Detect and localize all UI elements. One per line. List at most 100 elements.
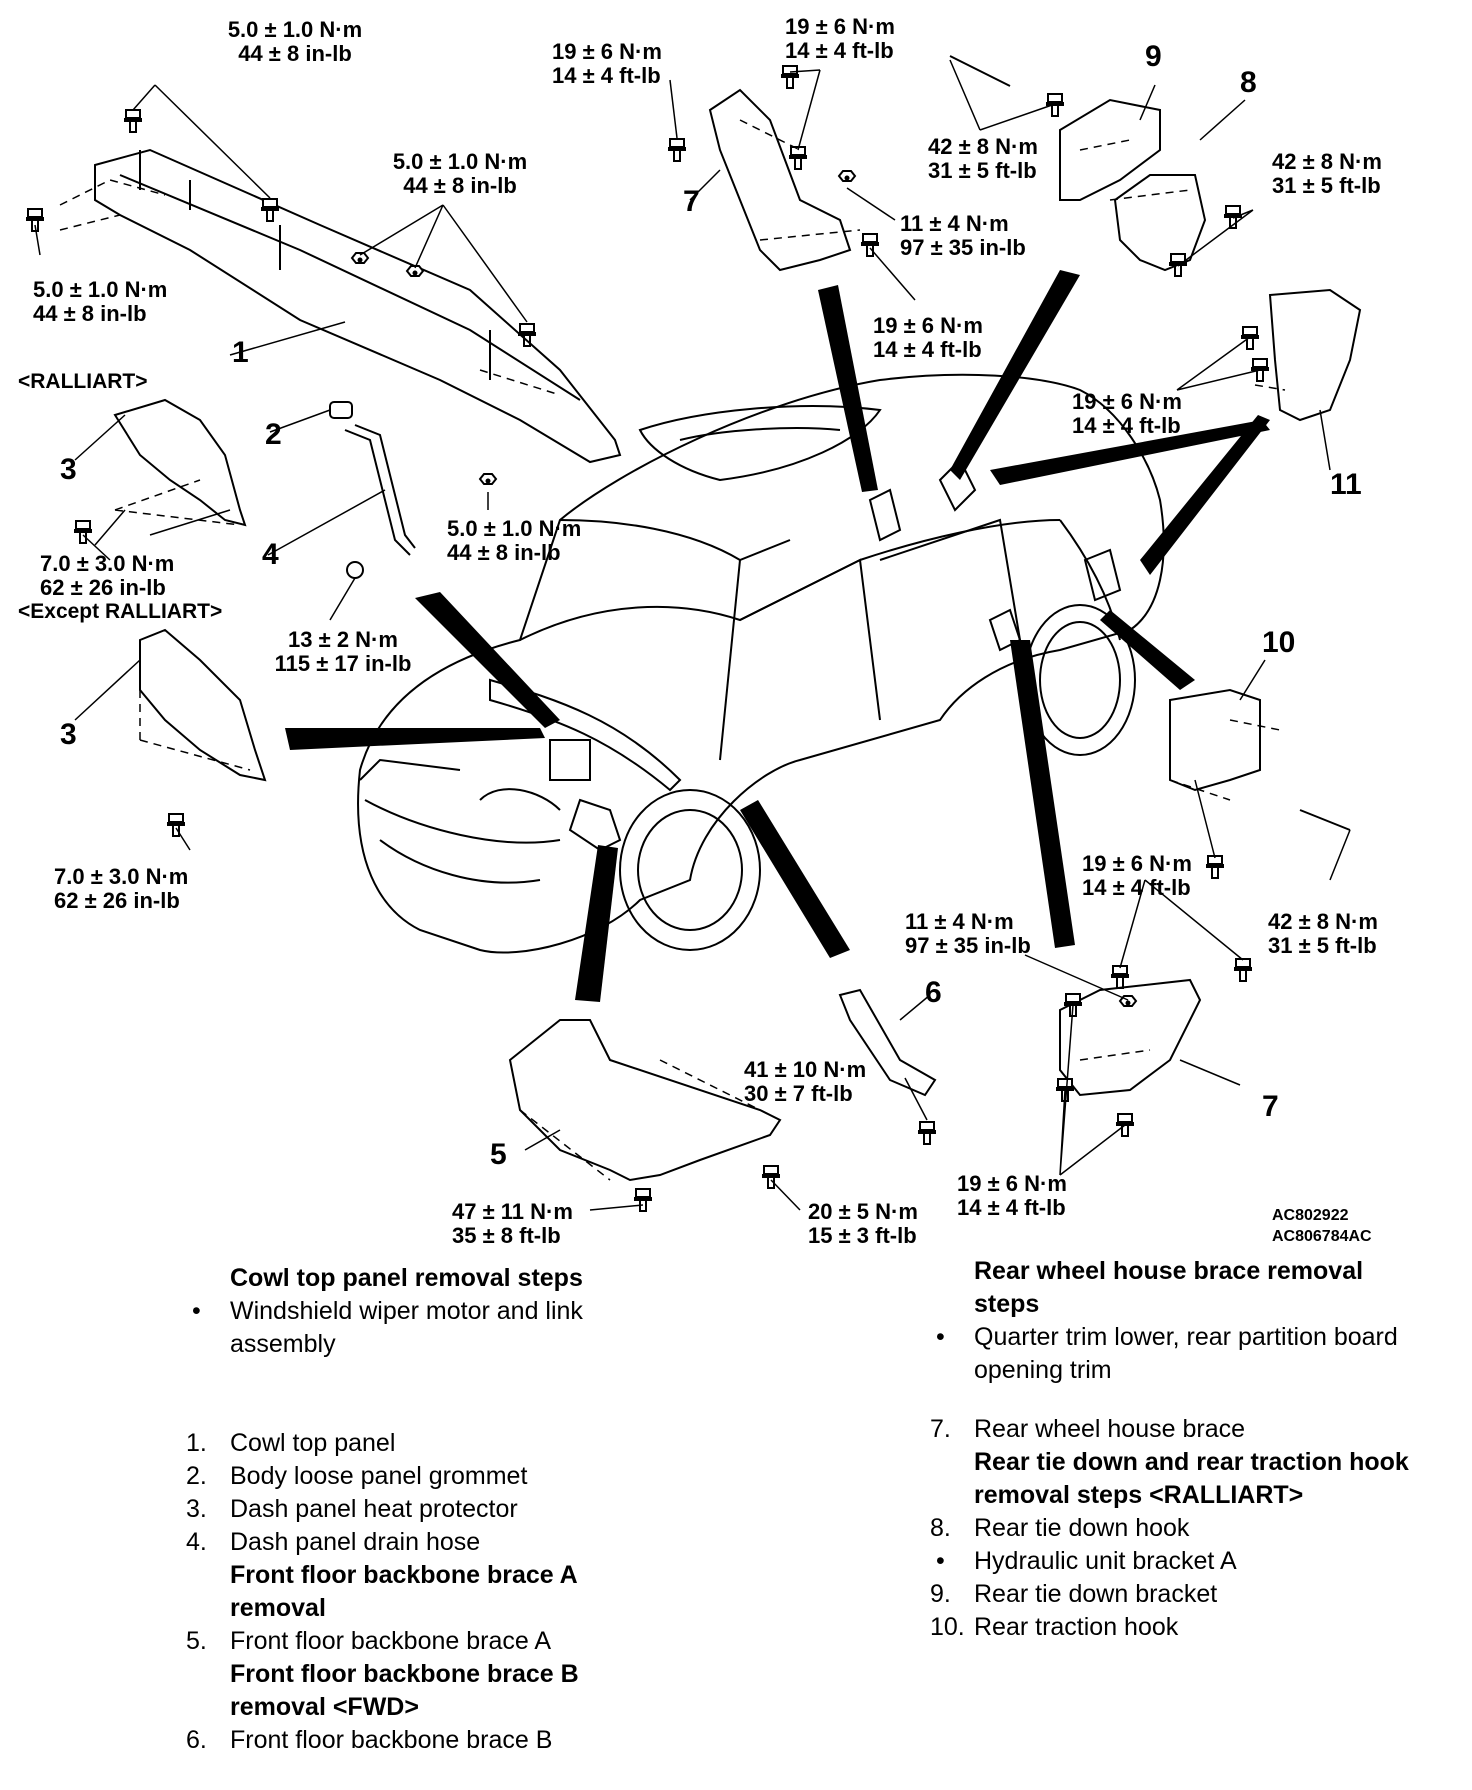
legend-num: 10. bbox=[930, 1613, 965, 1641]
legend-num: 7. bbox=[930, 1415, 951, 1443]
torque-nm: 5.0 ± 1.0 N·m bbox=[33, 277, 168, 302]
torque-nm: 13 ± 2 N·m bbox=[288, 627, 398, 652]
torque-nm: 19 ± 6 N·m bbox=[1082, 851, 1192, 876]
callout-1: 1 bbox=[232, 336, 249, 369]
torque-nm: 5.0 ± 1.0 N·m bbox=[392, 149, 528, 174]
callout-8: 8 bbox=[1240, 66, 1257, 99]
legend-heading: Front floor backbone brace B removal <FW… bbox=[230, 1660, 579, 1721]
torque-imperial: 14 ± 4 ft-lb bbox=[873, 337, 982, 362]
callout-3: 3 bbox=[60, 718, 77, 751]
torque-nm: 11 ± 4 N·m bbox=[905, 909, 1014, 934]
torque-imperial: 44 ± 8 in-lb bbox=[403, 173, 517, 198]
torque-imperial: 44 ± 8 in-lb bbox=[238, 41, 352, 66]
callout-5: 5 bbox=[490, 1138, 507, 1171]
front-floor-backbone-brace-b bbox=[838, 988, 937, 1097]
ref-code: AC802922 bbox=[1272, 1207, 1349, 1224]
legend-item: Body loose panel grommet bbox=[230, 1462, 528, 1490]
torque-nm: 42 ± 8 N·m bbox=[1268, 909, 1378, 934]
legend-heading: Cowl top panel removal steps bbox=[230, 1264, 583, 1292]
torque-nm: 19 ± 6 N·m bbox=[785, 14, 895, 39]
callout-11: 11 bbox=[1330, 468, 1362, 501]
legend-item: Front floor backbone brace B bbox=[230, 1726, 553, 1754]
torque-imperial: 97 ± 35 in-lb bbox=[900, 235, 1026, 260]
callout-10: 10 bbox=[1262, 626, 1296, 659]
torque-nm: 19 ± 6 N·m bbox=[552, 39, 662, 64]
torque-imperial: 14 ± 4 ft-lb bbox=[957, 1195, 1066, 1220]
legend-item: Rear traction hook bbox=[974, 1613, 1179, 1641]
torque-imperial: 97 ± 35 in-lb bbox=[905, 933, 1031, 958]
torque-imperial: 14 ± 4 ft-lb bbox=[785, 38, 894, 63]
legend-heading: Rear wheel house brace removal steps bbox=[974, 1257, 1364, 1318]
legend-num: 1. bbox=[186, 1429, 207, 1457]
installed-parts bbox=[489, 458, 1122, 852]
body-loose-panel-grommet bbox=[329, 401, 353, 419]
torque-nm: 42 ± 8 N·m bbox=[928, 134, 1038, 159]
pointer-wedges bbox=[285, 270, 1270, 1002]
torque-nm: 5.0 ± 1.0 N·m bbox=[447, 516, 582, 541]
torque-imperial: 115 ± 17 in-lb bbox=[274, 651, 412, 676]
torque-nm: 19 ± 6 N·m bbox=[957, 1171, 1067, 1196]
dashed-lines bbox=[59, 119, 1286, 1181]
torque-nm: 19 ± 6 N·m bbox=[873, 313, 983, 338]
part-11-bracket bbox=[1268, 288, 1362, 422]
torque-imperial: 35 ± 8 ft-lb bbox=[452, 1223, 561, 1248]
callout-6: 6 bbox=[925, 976, 942, 1009]
legend-num: 2. bbox=[186, 1462, 207, 1490]
torque-nm: 7.0 ± 3.0 N·m bbox=[54, 864, 189, 889]
torque-nm: 5.0 ± 1.0 N·m bbox=[227, 17, 363, 42]
callout-7: 7 bbox=[1262, 1090, 1279, 1123]
legend-num: 8. bbox=[930, 1514, 951, 1542]
torque-imperial: 15 ± 3 ft-lb bbox=[808, 1223, 917, 1248]
torque-imperial: 62 ± 26 in-lb bbox=[40, 575, 166, 600]
torque-nm: 20 ± 5 N·m bbox=[808, 1199, 918, 1224]
torque-imperial: 44 ± 8 in-lb bbox=[33, 301, 147, 326]
rear-tie-down-hook bbox=[1113, 174, 1207, 272]
callout-7: 7 bbox=[683, 185, 700, 218]
legend-bullet: Windshield wiper motor and link assembly bbox=[230, 1297, 583, 1358]
torque-nm: 42 ± 8 N·m bbox=[1272, 149, 1382, 174]
front-floor-backbone-brace-a bbox=[508, 1019, 782, 1182]
legend-num: 6. bbox=[186, 1726, 207, 1754]
legend-heading: Rear tie down and rear traction hook rem… bbox=[974, 1448, 1409, 1509]
rear-wheel-house-brace-upper bbox=[708, 88, 852, 272]
dash-panel-heat-protector-ralliart bbox=[113, 398, 247, 527]
torque-nm: 11 ± 4 N·m bbox=[900, 211, 1009, 236]
legend-item: Rear wheel house brace bbox=[974, 1415, 1245, 1443]
torque-imperial: 44 ± 8 in-lb bbox=[447, 540, 561, 565]
legend-item: Front floor backbone brace A bbox=[230, 1627, 552, 1655]
legend-num: 3. bbox=[186, 1495, 207, 1523]
legend-left: Cowl top panel removal steps •Windshield… bbox=[178, 1262, 738, 1757]
callout-3: 3 bbox=[60, 453, 77, 486]
legend-item: Rear tie down bracket bbox=[974, 1580, 1218, 1608]
long-bolts bbox=[949, 55, 1351, 831]
legend-bullet: Hydraulic unit bracket A bbox=[974, 1547, 1237, 1575]
legend-num: 5. bbox=[186, 1627, 207, 1655]
variant-tag-except-ralliart: <Except RALLIART> bbox=[18, 600, 223, 623]
legend-right: Rear wheel house brace removal steps •Qu… bbox=[922, 1255, 1442, 1644]
cowl-top-panel bbox=[94, 148, 622, 464]
legend-item: Dash panel heat protector bbox=[230, 1495, 518, 1523]
dash-panel-heat-protector bbox=[139, 628, 267, 782]
torque-imperial: 31 ± 5 ft-lb bbox=[1268, 933, 1377, 958]
variant-tag-ralliart: <RALLIART> bbox=[18, 370, 148, 393]
dash-panel-drain-hose bbox=[344, 424, 416, 579]
legend-item: Rear tie down hook bbox=[974, 1514, 1190, 1542]
legend-heading: Front floor backbone brace A removal bbox=[230, 1561, 577, 1622]
